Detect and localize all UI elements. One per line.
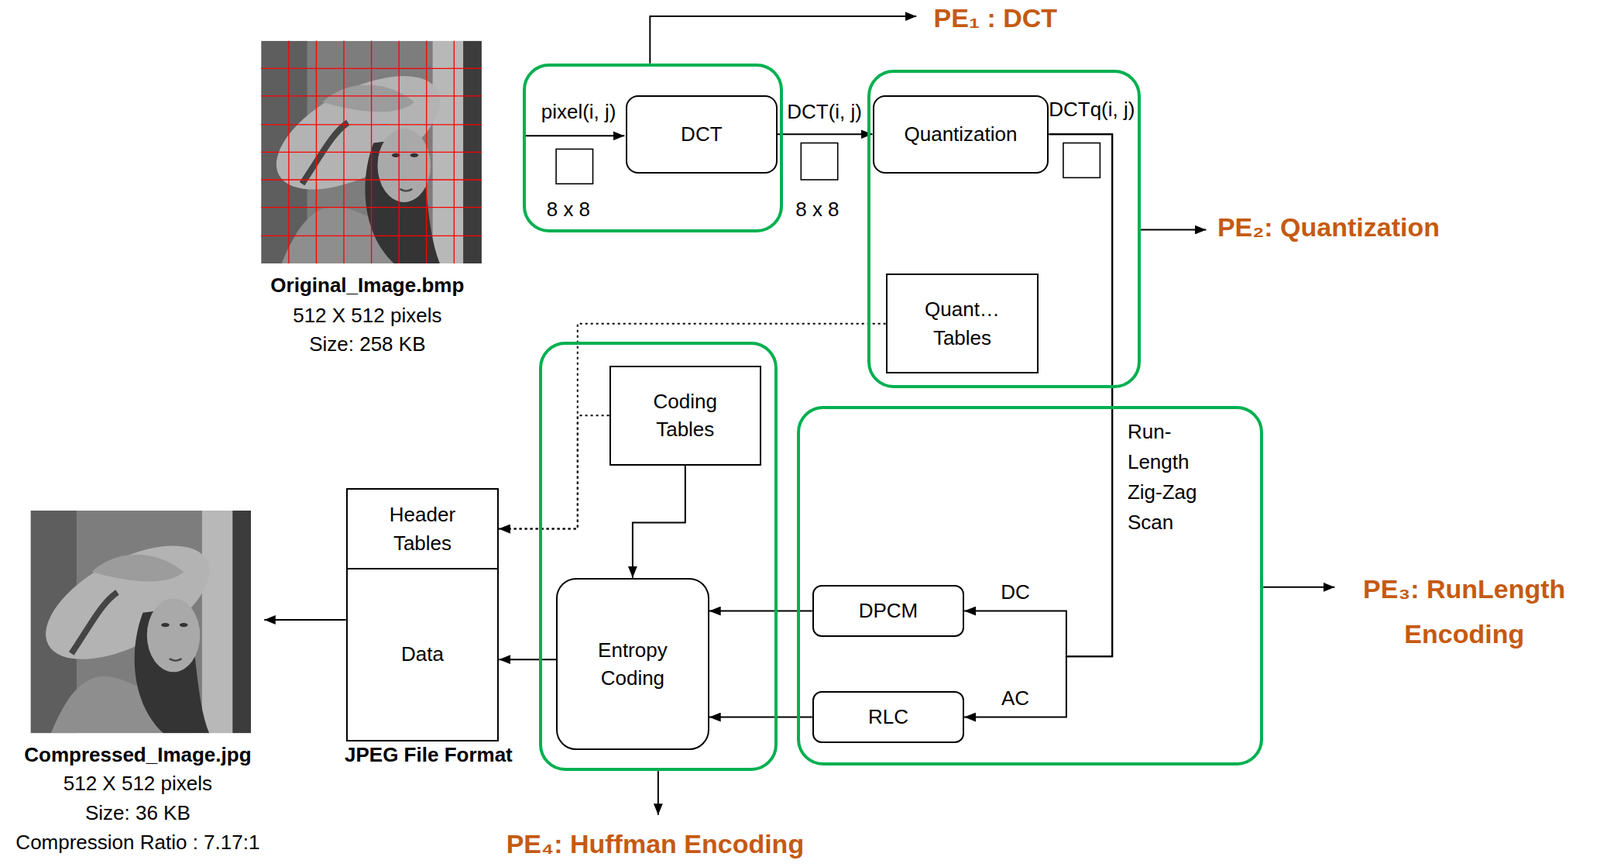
box-label: DCT — [680, 120, 722, 148]
leader-arrow — [649, 16, 917, 64]
file-section: Data — [346, 567, 500, 742]
connector — [632, 465, 686, 578]
block-grid — [260, 41, 482, 264]
process-box: Quantization — [872, 95, 1050, 174]
pipeline-stage: PE₄: Huffman EncodingCoding TablesEntrop… — [539, 341, 778, 770]
annotation-label: JPEG File Format — [344, 742, 513, 767]
connector — [498, 658, 557, 660]
stage-title: PE₄: Huffman Encoding — [471, 827, 839, 860]
file-section: Header Tables — [346, 487, 500, 570]
process-box: DCT — [625, 95, 778, 174]
table-box: Quant… Tables — [885, 273, 1040, 374]
box-label: Entropy Coding — [578, 635, 687, 693]
edge-label: DC — [998, 580, 1033, 605]
annotation-label: Run- Length Zig-Zag Scan — [1127, 416, 1213, 538]
block-square — [1063, 143, 1100, 179]
stage-title: PE₁ : DCT — [933, 2, 1058, 35]
annotation-label: pixel(i, j) — [541, 99, 617, 124]
annotation-label: Size: 258 KB — [309, 333, 426, 358]
annotation-label: Original_Image.bmp — [270, 273, 464, 298]
leader-arrow — [657, 770, 660, 815]
box-label: RLC — [868, 702, 909, 731]
box-label: DPCM — [858, 596, 919, 625]
annotation-label: DCT(i, j) — [786, 99, 862, 124]
annotation-label: Compression Ratio : 7.17:1 — [15, 830, 260, 855]
annotation-label: 512 X 512 pixels — [292, 304, 442, 329]
connector — [777, 133, 873, 135]
box-label: Data — [401, 639, 444, 668]
annotation-label: 512 X 512 pixels — [63, 771, 213, 796]
box-label: Quantization — [904, 120, 1018, 148]
annotation-label: 8 x 8 — [546, 198, 591, 223]
annotation-label: Compressed_Image.jpg — [24, 742, 251, 767]
annotation-label: Size: 36 KB — [85, 801, 191, 826]
compressed-image — [27, 510, 251, 733]
annotation-label: DCTq(i, j) — [1048, 98, 1135, 123]
process-box: DPCM — [812, 584, 965, 637]
box-label: Coding Tables — [631, 387, 740, 444]
process-box: Entropy Coding — [556, 577, 710, 751]
box-label: Header Tables — [367, 500, 477, 557]
connector — [964, 133, 1113, 717]
connector — [964, 133, 1113, 656]
block-square — [556, 148, 593, 184]
block-square — [800, 143, 838, 180]
annotation-label: 8 x 8 — [795, 198, 839, 223]
edge-label: AC — [999, 686, 1032, 711]
table-box: Coding Tables — [609, 365, 762, 466]
dotted-connector — [498, 323, 886, 529]
leader-arrow — [1140, 229, 1206, 231]
box-label: Quant… Tables — [907, 295, 1017, 352]
process-box: RLC — [812, 690, 965, 743]
output-arrow — [264, 618, 346, 621]
stage-title: PE₂: Quantization — [1217, 211, 1440, 244]
stage-title: PE₃: RunLength Encoding — [1336, 566, 1592, 656]
dotted-connector — [498, 415, 609, 529]
original-image — [258, 41, 482, 264]
leader-arrow — [1263, 586, 1335, 588]
input-arrow — [525, 134, 625, 137]
